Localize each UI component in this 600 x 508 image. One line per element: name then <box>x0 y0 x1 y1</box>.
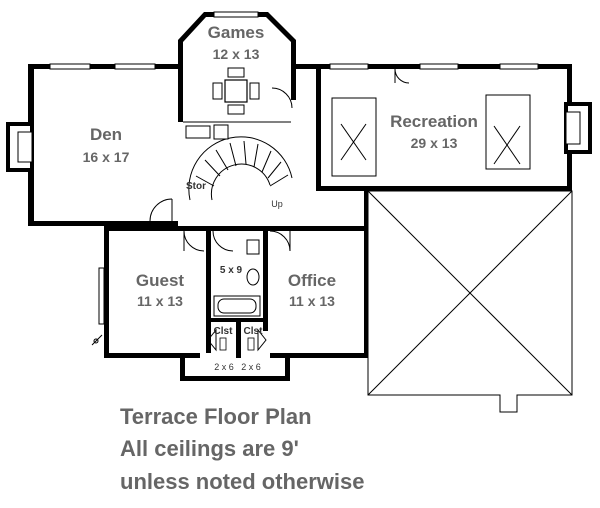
room-labels: Games 12 x 13 Den 16 x 17 Recreation 29 … <box>83 23 478 372</box>
office-room-size: 11 x 13 <box>289 293 335 309</box>
den-room-size: 16 x 17 <box>83 149 130 165</box>
doors <box>149 68 410 252</box>
guest-room-name: Guest <box>136 271 185 290</box>
terrace-deck <box>367 190 573 413</box>
recreation-room-name: Recreation <box>390 112 478 131</box>
games-table <box>212 67 260 115</box>
spiral-stair <box>180 121 293 202</box>
games-room-name: Games <box>208 23 265 42</box>
caption-line-1: Terrace Floor Plan <box>120 404 312 429</box>
caption-line-3: unless noted otherwise <box>120 469 365 494</box>
caption-line-2: All ceilings are 9' <box>120 436 299 461</box>
closet-left-name: Clst <box>214 326 234 337</box>
den-room-name: Den <box>90 125 122 144</box>
recreation-table-right <box>485 94 531 170</box>
guest-room-size: 11 x 13 <box>137 293 183 309</box>
plan-caption: Terrace Floor Plan All ceilings are 9' u… <box>120 404 365 494</box>
recreation-room-size: 29 x 13 <box>411 135 458 151</box>
storage-label: Stor <box>186 181 206 192</box>
windows <box>49 11 539 325</box>
closet-left-size: 2 x 6 <box>214 362 234 372</box>
closet-right-name: Clst <box>244 326 264 337</box>
recreation-table-left <box>331 97 377 177</box>
closet-doors <box>207 328 267 352</box>
closet-right-size: 2 x 6 <box>241 362 261 372</box>
games-room-size: 12 x 13 <box>213 46 260 62</box>
den-fireplace <box>6 122 34 172</box>
stairs-up-label: Up <box>271 199 283 209</box>
recreation-fireplace <box>564 102 592 154</box>
office-room-name: Office <box>288 271 336 290</box>
bath-room-size: 5 x 9 <box>220 265 243 276</box>
bath-fixtures <box>213 239 261 317</box>
exterior-light-icon <box>91 334 103 346</box>
